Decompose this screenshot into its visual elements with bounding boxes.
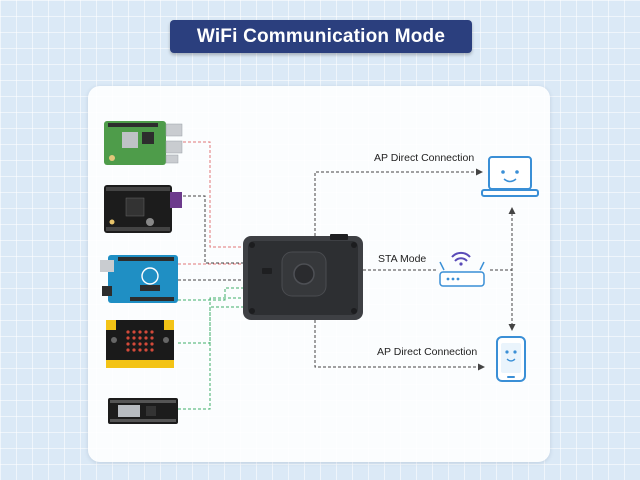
ap-top-connector [314, 168, 483, 236]
wire-expansion-board [183, 195, 243, 264]
wifi-router-icon [439, 251, 485, 287]
wire-microbit [178, 297, 243, 344]
esp32-board-icon [108, 398, 178, 424]
wifi-camera-module-icon [243, 234, 363, 320]
ap-bottom-connector [314, 320, 485, 371]
smartphone-icon [496, 336, 526, 382]
sta-mode-label: STA Mode [378, 253, 427, 265]
laptop-icon [481, 156, 539, 197]
arduino-board-icon [100, 255, 178, 303]
title-banner: WiFi Communication Mode [170, 20, 472, 53]
ap-top-label: AP Direct Connection [374, 152, 475, 164]
board-wires [178, 141, 243, 410]
wire-raspberry-pi [183, 141, 243, 248]
ap-bottom-label: AP Direct Connection [377, 346, 478, 358]
expansion-board-icon [104, 185, 182, 233]
wire-arduino-green [178, 287, 243, 301]
page-title: WiFi Communication Mode [196, 25, 446, 47]
wire-esp32 [178, 306, 243, 410]
microbit-board-icon [106, 320, 174, 368]
network-links [314, 168, 516, 371]
raspberry-pi-board-icon [104, 121, 183, 165]
